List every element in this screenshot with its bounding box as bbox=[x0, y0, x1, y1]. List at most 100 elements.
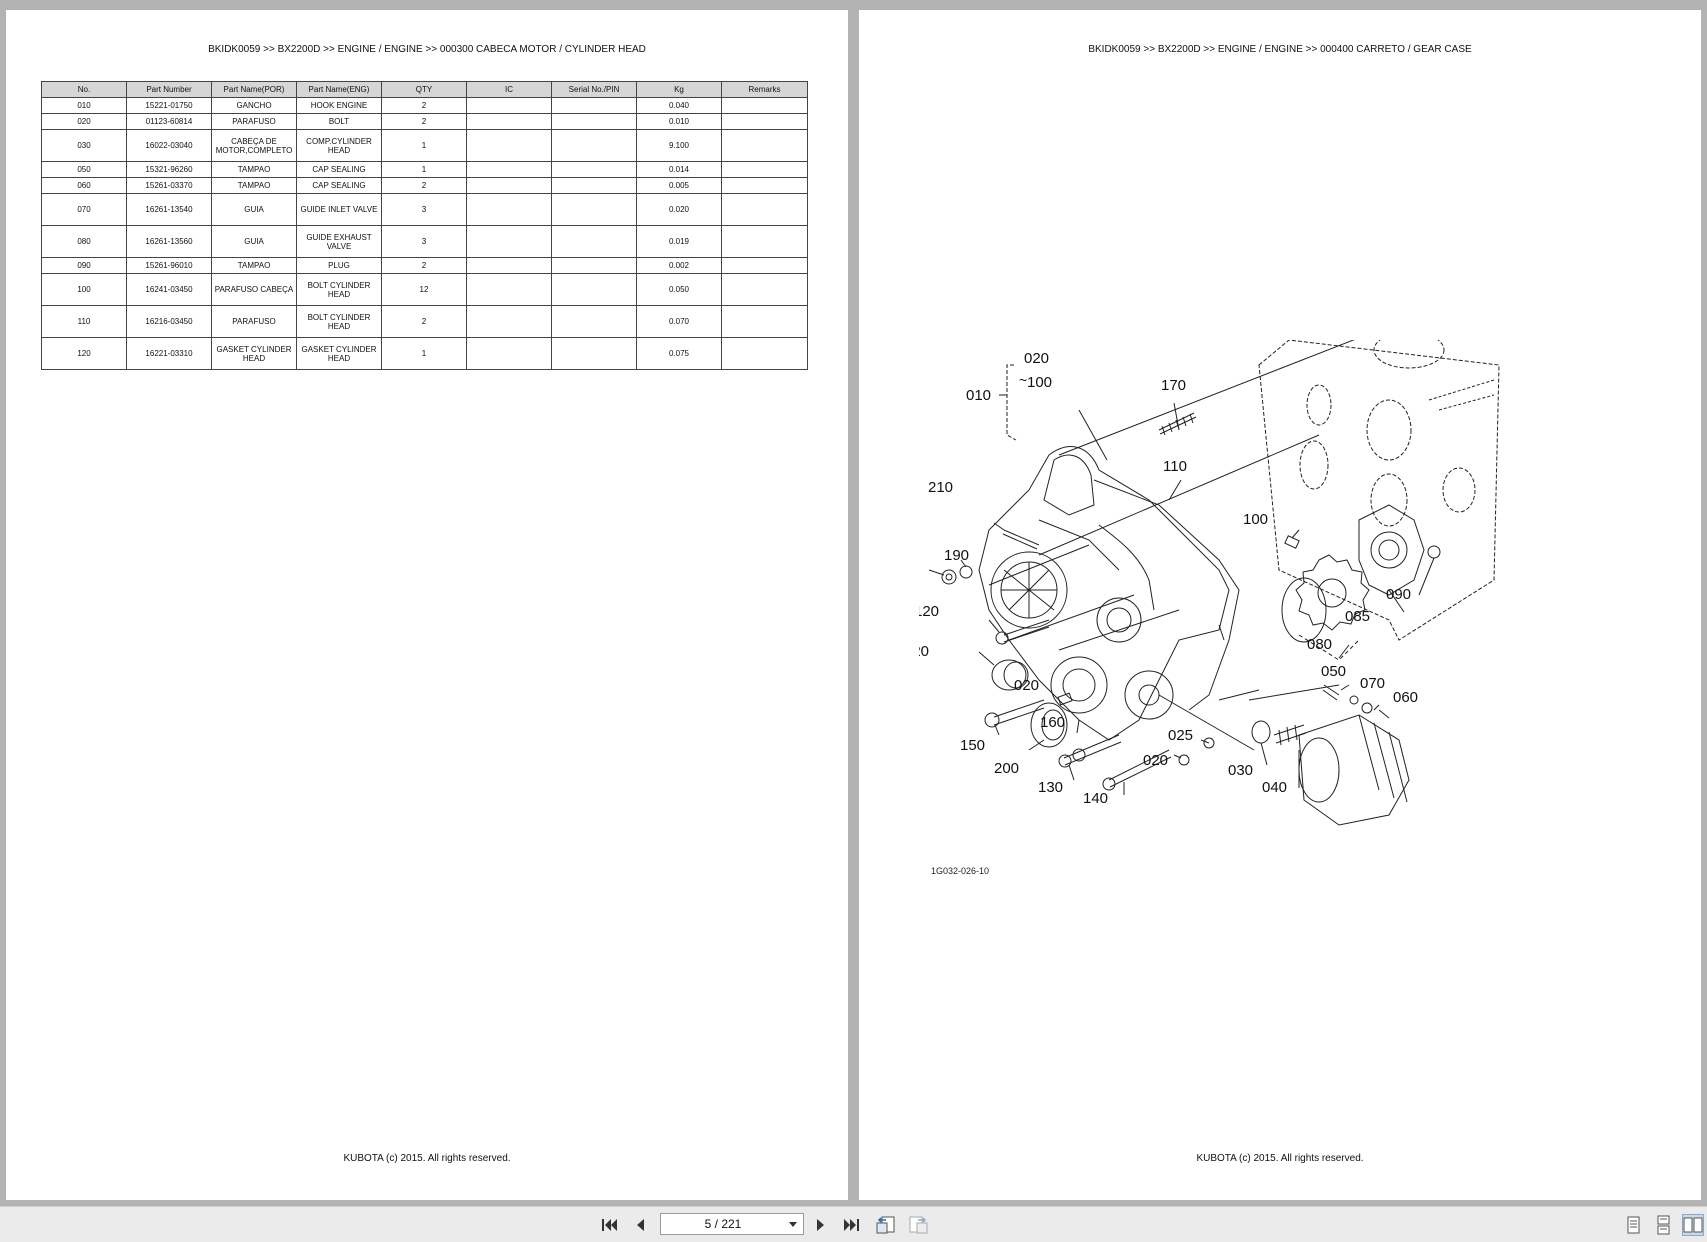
table-cell-remarks bbox=[721, 113, 808, 130]
table-cell-qty: 3 bbox=[381, 225, 467, 258]
table-cell-por: CABEÇA DE MOTOR,COMPLETO bbox=[211, 129, 297, 162]
chevron-down-icon bbox=[789, 1222, 797, 1227]
table-cell-ic bbox=[466, 305, 552, 338]
table-cell-kg: 0.050 bbox=[636, 273, 722, 306]
column-header: Kg bbox=[636, 81, 722, 98]
single-page-view-button[interactable] bbox=[1622, 1214, 1644, 1236]
column-header: Part Name(POR) bbox=[211, 81, 297, 98]
table-cell-serial bbox=[551, 193, 637, 226]
page-number-select[interactable]: 5 / 221 bbox=[660, 1213, 804, 1235]
table-cell-por: TAMPAO bbox=[211, 161, 297, 178]
previous-page-button[interactable] bbox=[629, 1214, 651, 1236]
bolt-120 bbox=[1003, 619, 1050, 643]
go-back-button[interactable] bbox=[875, 1214, 897, 1236]
table-cell-por: GASKET CYLINDER HEAD bbox=[211, 337, 297, 370]
gear-case-exploded-diagram: 020 ~ 100 010 170 110 210 100 190 180 09… bbox=[919, 340, 1500, 826]
table-cell-no: 030 bbox=[41, 129, 127, 162]
table-cell-remarks bbox=[721, 193, 808, 226]
table-cell-eng: BOLT CYLINDER HEAD bbox=[296, 273, 382, 306]
callout-label: 130 bbox=[1038, 779, 1063, 796]
callout-range-separator: ~ bbox=[1019, 372, 1027, 388]
table-cell-qty: 2 bbox=[381, 305, 467, 338]
go-forward-icon bbox=[909, 1216, 928, 1234]
table-cell-kg: 0.005 bbox=[636, 177, 722, 194]
callout-label: 040 bbox=[1262, 779, 1287, 796]
table-cell-ic bbox=[466, 97, 552, 114]
table-cell-por: GANCHO bbox=[211, 97, 297, 114]
prev-page-icon bbox=[637, 1219, 644, 1231]
oil-filter bbox=[1298, 714, 1410, 826]
table-cell-por: GUIA bbox=[211, 193, 297, 226]
table-cell-kg: 0.075 bbox=[636, 337, 722, 370]
table-cell-part: 16216-03450 bbox=[126, 305, 212, 338]
go-forward-button[interactable] bbox=[907, 1214, 929, 1236]
o-ring-030 bbox=[1251, 720, 1271, 744]
facing-pages-view-button[interactable] bbox=[1682, 1214, 1704, 1236]
table-cell-remarks bbox=[721, 257, 808, 274]
table-cell-kg: 0.010 bbox=[636, 113, 722, 130]
table-cell-qty: 2 bbox=[381, 257, 467, 274]
table-cell-ic bbox=[466, 193, 552, 226]
next-page-button[interactable] bbox=[810, 1214, 832, 1236]
gasket-outline bbox=[1093, 479, 1240, 711]
callout-label: 030 bbox=[1228, 762, 1253, 779]
continuous-view-button[interactable] bbox=[1652, 1214, 1674, 1236]
document-page-right: BKIDK0059 >> BX2200D >> ENGINE / ENGINE … bbox=[859, 10, 1701, 1200]
callout-label: 090 bbox=[1386, 586, 1411, 603]
table-cell-ic bbox=[466, 225, 552, 258]
last-page-button[interactable] bbox=[841, 1214, 863, 1236]
table-cell-part: 16241-03450 bbox=[126, 273, 212, 306]
table-cell-kg: 0.019 bbox=[636, 225, 722, 258]
gear-case-outline bbox=[978, 446, 1230, 741]
continuous-view-icon bbox=[1657, 1215, 1670, 1235]
engine-block-outline bbox=[1258, 340, 1500, 641]
callout-label: 170 bbox=[1161, 377, 1186, 394]
callout-label: 025 bbox=[1168, 727, 1193, 744]
table-cell-eng: GUIDE INLET VALVE bbox=[296, 193, 382, 226]
parts-table: No. Part Number Part Name(POR) Part Name… bbox=[41, 81, 808, 370]
page-footer: KUBOTA (c) 2015. All rights reserved. bbox=[1196, 1153, 1364, 1164]
viewer-toolbar: 5 / 221 bbox=[0, 1206, 1707, 1242]
table-cell-qty: 2 bbox=[381, 113, 467, 130]
page-footer: KUBOTA (c) 2015. All rights reserved. bbox=[343, 1153, 511, 1164]
washer-190 bbox=[959, 565, 973, 579]
table-cell-serial bbox=[551, 97, 637, 114]
table-cell-part: 15221-01750 bbox=[126, 97, 212, 114]
table-cell-no: 020 bbox=[41, 113, 127, 130]
table-cell-kg: 0.040 bbox=[636, 97, 722, 114]
table-cell-remarks bbox=[721, 337, 808, 370]
table-cell-eng: CAP SEALING bbox=[296, 177, 382, 194]
table-cell-serial bbox=[551, 225, 637, 258]
table-cell-ic bbox=[466, 257, 552, 274]
callout-label: 070 bbox=[1360, 675, 1385, 692]
column-header: Part Number bbox=[126, 81, 212, 98]
callout-label: 100 bbox=[1243, 511, 1268, 528]
column-header: IC bbox=[466, 81, 552, 98]
first-page-button[interactable] bbox=[598, 1214, 620, 1236]
plug-050 bbox=[1322, 684, 1340, 701]
table-cell-por: PARAFUSO CABEÇA bbox=[211, 273, 297, 306]
bolt-150 bbox=[993, 699, 1045, 726]
column-header: QTY bbox=[381, 81, 467, 98]
table-cell-eng: PLUG bbox=[296, 257, 382, 274]
document-page-left: BKIDK0059 >> BX2200D >> ENGINE / ENGINE … bbox=[6, 10, 848, 1200]
drawing-code: 1G032-026-10 bbox=[931, 866, 990, 876]
table-cell-qty: 1 bbox=[381, 337, 467, 370]
callout-label: 050 bbox=[1321, 663, 1346, 680]
next-page-icon bbox=[817, 1219, 824, 1231]
table-cell-eng: HOOK ENGINE bbox=[296, 97, 382, 114]
column-header: No. bbox=[41, 81, 127, 98]
table-cell-remarks bbox=[721, 305, 808, 338]
callout-label: 020 bbox=[1024, 350, 1049, 367]
table-cell-serial bbox=[551, 337, 637, 370]
table-cell-por: PARAFUSO bbox=[211, 305, 297, 338]
table-cell-remarks bbox=[721, 129, 808, 162]
table-cell-qty: 2 bbox=[381, 97, 467, 114]
table-cell-qty: 12 bbox=[381, 273, 467, 306]
callout-label: 110 bbox=[1163, 458, 1187, 475]
